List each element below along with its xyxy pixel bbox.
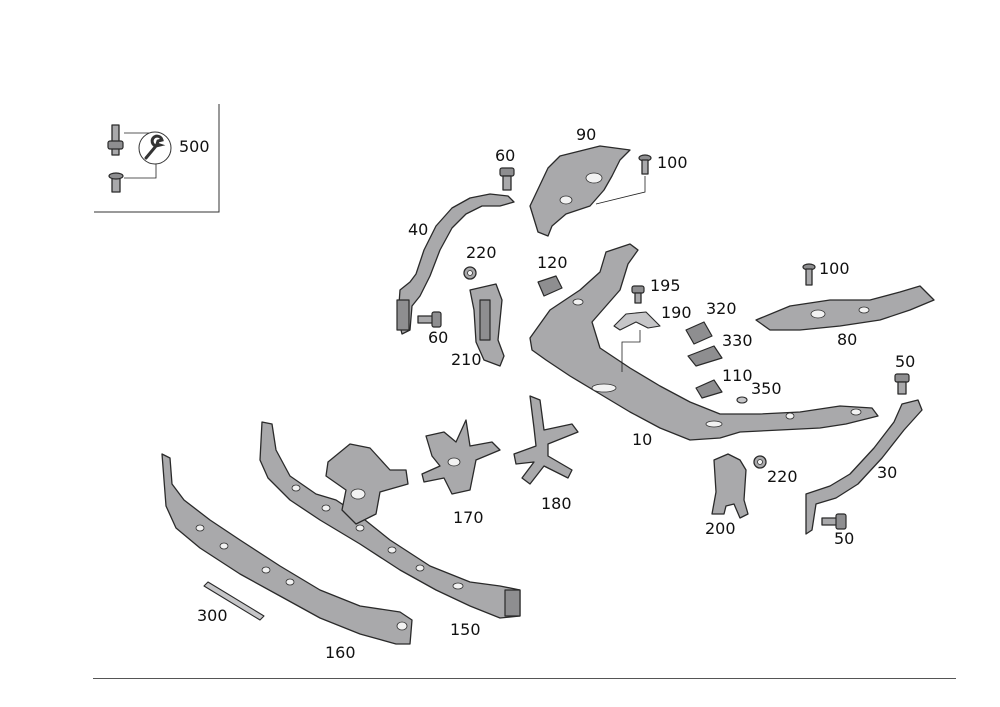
label-500: 500 — [179, 137, 210, 156]
label-100-top: 100 — [657, 153, 688, 172]
part-80 — [755, 285, 935, 331]
label-300: 300 — [197, 606, 228, 625]
part-10 — [529, 243, 879, 441]
part-350 — [736, 396, 748, 404]
part-200 — [711, 453, 749, 519]
label-10: 10 — [632, 430, 653, 449]
label-60-top: 60 — [495, 146, 516, 165]
part-120 — [537, 275, 563, 297]
clip-100-top — [595, 154, 652, 205]
label-110: 110 — [722, 366, 753, 385]
footer-divider — [93, 678, 956, 679]
label-220-top: 220 — [466, 243, 497, 262]
label-120: 120 — [537, 253, 568, 272]
part-40 — [396, 193, 515, 335]
label-40: 40 — [408, 220, 429, 239]
part-330 — [687, 345, 723, 367]
label-330: 330 — [722, 331, 753, 350]
label-90: 90 — [576, 125, 597, 144]
part-90 — [529, 145, 631, 237]
label-180: 180 — [541, 494, 572, 513]
part-110 — [695, 379, 723, 399]
label-50-top: 50 — [895, 352, 916, 371]
part-170 — [421, 419, 501, 495]
label-170: 170 — [453, 508, 484, 527]
label-320: 320 — [706, 299, 737, 318]
label-195: 195 — [650, 276, 681, 295]
part-210 — [469, 283, 505, 367]
label-220-bottom: 220 — [767, 467, 798, 486]
label-150: 150 — [450, 620, 481, 639]
part-160 — [161, 453, 413, 645]
bolt-50-bottom — [821, 513, 847, 530]
bolt-60-top — [499, 167, 515, 191]
part-180 — [513, 395, 579, 485]
label-100-right: 100 — [819, 259, 850, 278]
label-30: 30 — [877, 463, 898, 482]
label-50-bottom: 50 — [834, 529, 855, 548]
part-150 — [259, 421, 521, 619]
bolt-195 — [631, 285, 645, 304]
label-190: 190 — [661, 303, 692, 322]
label-160: 160 — [325, 643, 356, 662]
tool-inset — [94, 104, 220, 213]
bolt-50-top — [894, 373, 910, 395]
bolt-60-bottom — [417, 311, 442, 328]
label-80: 80 — [837, 330, 858, 349]
label-350: 350 — [751, 379, 782, 398]
part-30 — [805, 399, 923, 535]
part-320 — [685, 321, 713, 345]
label-200: 200 — [705, 519, 736, 538]
part-300 — [203, 581, 265, 621]
label-60-bottom: 60 — [428, 328, 449, 347]
clip-100-right — [802, 263, 816, 286]
label-210: 210 — [451, 350, 482, 369]
wrench-icon — [138, 131, 172, 165]
part-190 — [613, 311, 661, 372]
bolt-long — [111, 124, 120, 156]
